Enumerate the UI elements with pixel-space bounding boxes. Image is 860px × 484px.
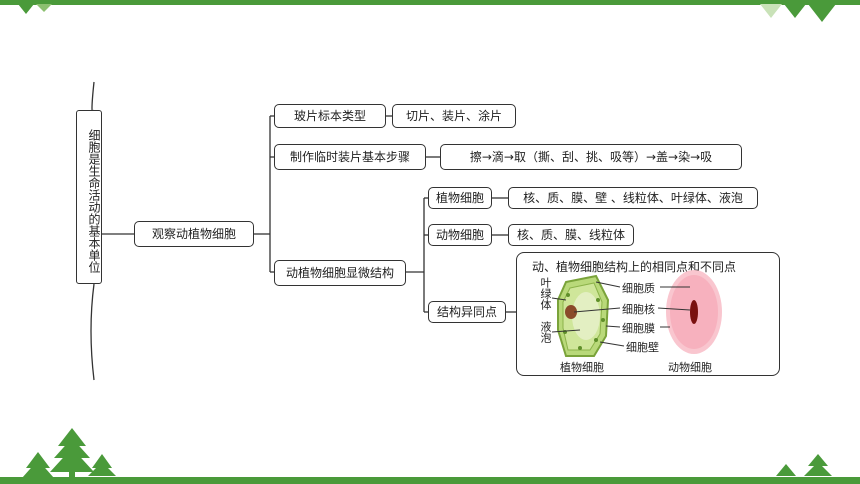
node-similarities-label: 结构异同点 bbox=[436, 305, 497, 319]
node-temp-mount-steps: 制作临时装片基本步骤 bbox=[274, 144, 426, 170]
caption-plant-cell: 植物细胞 bbox=[560, 361, 604, 374]
panel-title: 动、植物细胞结构上的相同点和不同点 bbox=[532, 260, 737, 274]
node-temp-mount-steps-label: 制作临时装片基本步骤 bbox=[289, 150, 410, 164]
node-animal-parts-label: 核、质、膜、线粒体 bbox=[516, 228, 625, 242]
node-plant-cell: 植物细胞 bbox=[428, 187, 492, 209]
node-observe-cells-label: 观察动植物细胞 bbox=[151, 227, 236, 241]
label-vacuole: 液泡 bbox=[539, 321, 552, 343]
animal-cell-figure bbox=[666, 270, 722, 354]
caption-animal-cell: 动物细胞 bbox=[668, 361, 712, 374]
node-slide-types-detail-label: 切片、装片、涂片 bbox=[405, 109, 502, 123]
node-microstructure: 动植物细胞显微结构 bbox=[274, 260, 406, 286]
label-cytoplasm: 细胞质 bbox=[622, 282, 655, 295]
node-animal-cell: 动物细胞 bbox=[428, 224, 492, 246]
node-steps-detail: 擦→滴→取（撕、刮、挑、吸等）→盖→染→吸 bbox=[440, 144, 742, 170]
node-animal-cell-label: 动物细胞 bbox=[435, 228, 484, 242]
node-microstructure-label: 动植物细胞显微结构 bbox=[285, 266, 394, 280]
label-chloroplast: 叶绿体 bbox=[539, 277, 552, 310]
node-similarities: 结构异同点 bbox=[428, 301, 506, 323]
label-membrane: 细胞膜 bbox=[622, 322, 655, 335]
node-animal-parts: 核、质、膜、线粒体 bbox=[508, 224, 634, 246]
label-wall: 细胞壁 bbox=[626, 341, 659, 354]
tree-decor bbox=[22, 428, 832, 480]
top-decor-bar bbox=[0, 0, 860, 5]
root-label: 细胞是生命活动的基本单位 bbox=[87, 129, 101, 273]
node-observe-cells: 观察动植物细胞 bbox=[134, 221, 254, 247]
root-node: 细胞是生命活动的基本单位 bbox=[76, 110, 102, 284]
node-plant-cell-label: 植物细胞 bbox=[435, 191, 484, 205]
plant-cell-figure bbox=[557, 274, 610, 357]
node-plant-parts: 核、质、膜、壁 、线粒体、叶绿体、液泡 bbox=[508, 187, 758, 209]
node-plant-parts-label: 核、质、膜、壁 、线粒体、叶绿体、液泡 bbox=[523, 191, 743, 205]
node-slide-types-detail: 切片、装片、涂片 bbox=[392, 104, 516, 128]
node-steps-detail-label: 擦→滴→取（撕、刮、挑、吸等）→盖→染→吸 bbox=[469, 150, 713, 164]
node-slide-types-label: 玻片标本类型 bbox=[293, 109, 366, 123]
bottom-decor-bar bbox=[0, 477, 860, 484]
node-slide-types: 玻片标本类型 bbox=[274, 104, 386, 128]
label-nucleus: 细胞核 bbox=[622, 303, 655, 316]
top-decor-triangles bbox=[18, 4, 836, 22]
